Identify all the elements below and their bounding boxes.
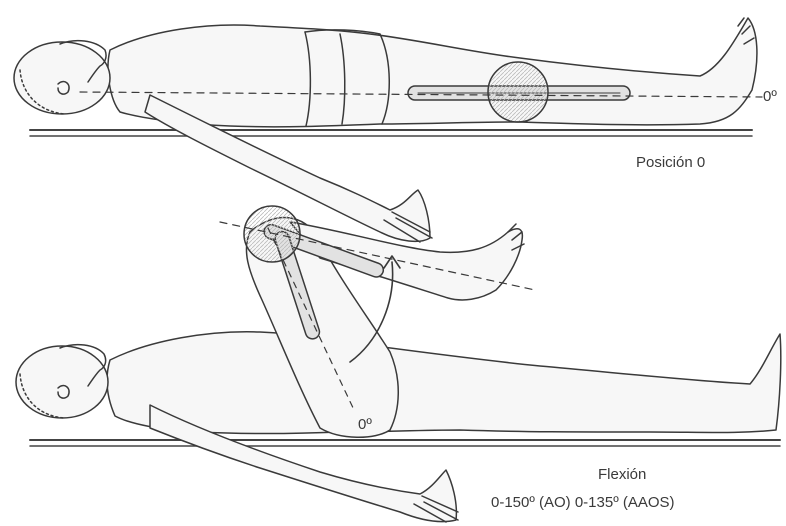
- angle-label-bottom: 0º: [358, 416, 372, 433]
- top-goniometer-disc: [488, 62, 548, 122]
- top-body: [108, 18, 757, 127]
- bottom-body: [107, 332, 781, 434]
- bottom-goniometer-disc: [244, 206, 300, 262]
- position-zero-caption: Posición 0: [636, 154, 705, 171]
- bottom-head: [16, 346, 108, 418]
- flexion-title: Flexión: [598, 466, 646, 483]
- bottom-figure: [16, 206, 781, 522]
- top-head: [14, 42, 110, 114]
- top-figure: [14, 18, 762, 242]
- angle-label-top: 0º: [763, 88, 777, 105]
- flexion-range: 0-150º (AO) 0-135º (AAOS): [491, 494, 675, 511]
